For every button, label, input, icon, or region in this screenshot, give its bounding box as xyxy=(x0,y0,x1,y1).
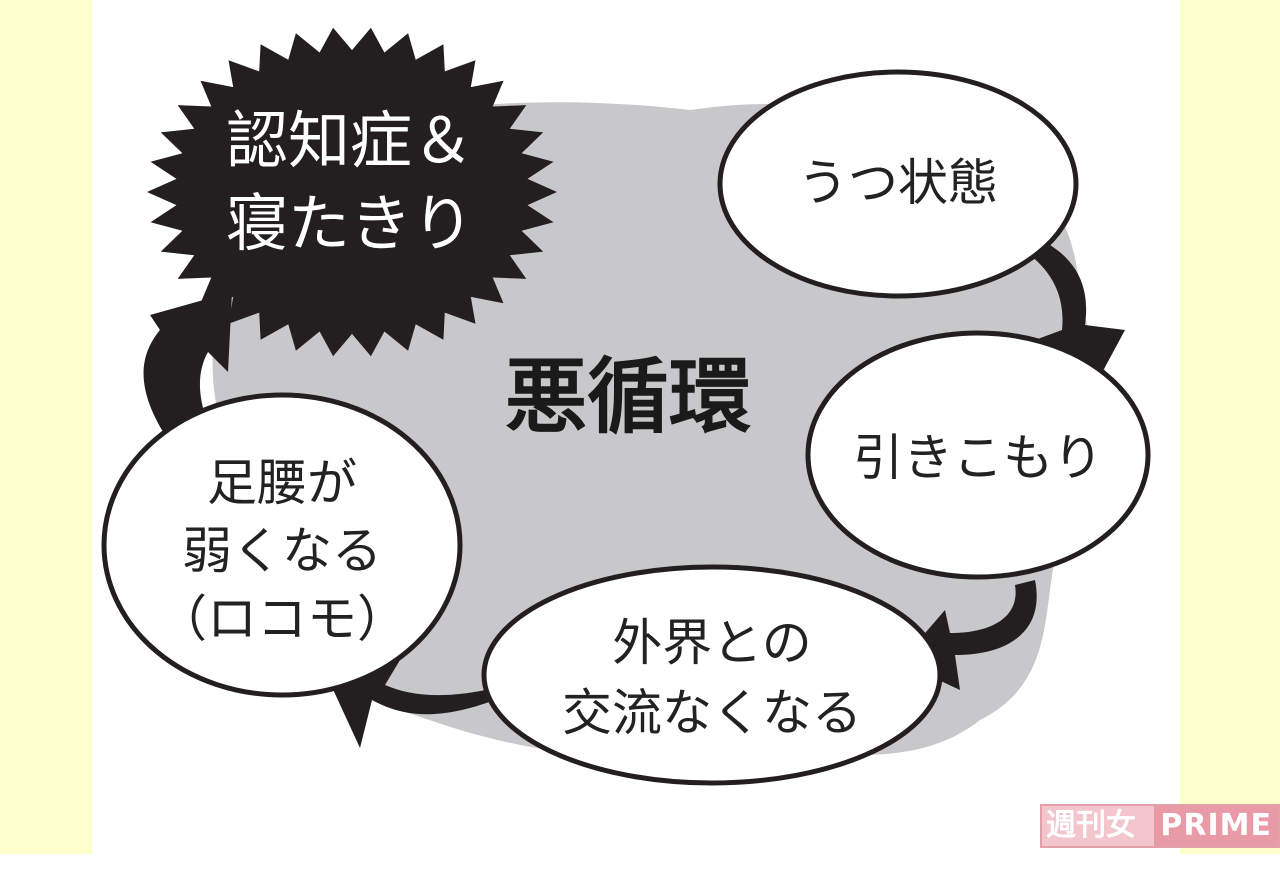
center-label: 悪循環 xyxy=(505,350,751,445)
vicious-cycle-diagram: 認知症＆ 寝たきり 悪循環 うつ状態 引きこもり 外界との 交流なくなる 足腰が… xyxy=(101,27,1151,786)
watermark-part2: PRIME xyxy=(1154,806,1278,846)
node-isolation-ellipse xyxy=(481,564,943,786)
dementia-line-1: 認知症＆ xyxy=(226,104,474,177)
weakness-line-1: 足腰が xyxy=(207,454,357,512)
depression-line-1: うつ状態 xyxy=(798,154,998,212)
left-margin-band xyxy=(0,0,92,854)
isolation-line-2: 交流なくなる xyxy=(562,684,862,742)
arrow-weakness-to-dementia xyxy=(143,292,232,440)
dementia-line-2: 寝たきり xyxy=(226,187,474,260)
right-margin-band xyxy=(1180,0,1280,854)
weakness-line-3: （ロコモ） xyxy=(157,590,407,648)
burst-dementia-bedridden xyxy=(147,27,557,357)
publisher-watermark: 週刊女性 PRIME xyxy=(1040,804,1280,883)
watermark-part1: 週刊女性 xyxy=(1042,806,1155,883)
weakness-line-2: 弱くなる xyxy=(182,522,382,580)
node-depression-ellipse xyxy=(717,69,1079,299)
arrow-isolation-to-weakness xyxy=(325,660,495,748)
node-withdrawal-ellipse xyxy=(805,330,1151,580)
isolation-line-1: 外界との xyxy=(612,614,812,672)
withdrawal-line-1: 引きこもり xyxy=(853,429,1103,487)
node-weakness-ellipse xyxy=(101,392,463,698)
